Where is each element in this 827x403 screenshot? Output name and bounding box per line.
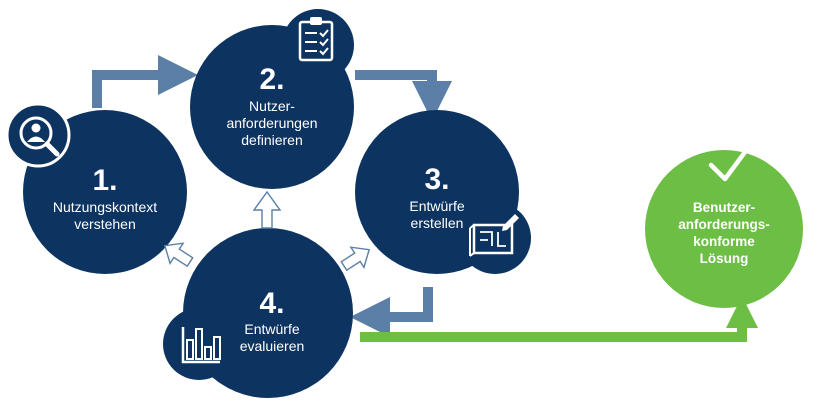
result-label-line-4: Lösung bbox=[700, 251, 749, 266]
step-4-number: 4. bbox=[259, 287, 284, 320]
arrow-4-to-result bbox=[360, 296, 758, 342]
step-1-label-line-1: Nutzungskontext bbox=[53, 199, 157, 215]
search-user-icon bbox=[5, 102, 71, 168]
step-4-label-line-1: Entwürfe bbox=[244, 321, 299, 337]
result-circle bbox=[645, 150, 803, 308]
outline-arrow-4-to-1 bbox=[163, 242, 194, 268]
step-2-label-line-2: anforderungen bbox=[226, 115, 317, 131]
arrow-2-to-3 bbox=[355, 70, 452, 121]
step-4-label-line-2: evaluieren bbox=[240, 338, 305, 354]
checkmark-icon bbox=[708, 149, 748, 182]
clipboard-checklist-icon bbox=[282, 9, 354, 81]
step-2-label-line-3: definieren bbox=[241, 132, 303, 148]
step-3-label-line-1: Entwürfe bbox=[409, 198, 464, 214]
blueprint-pencil-icon bbox=[459, 202, 531, 274]
outline-arrow-4-to-2 bbox=[252, 190, 282, 229]
step-1-number: 1. bbox=[92, 164, 117, 197]
result-label-line-1: Benutzer- bbox=[693, 200, 755, 215]
step-3-number: 3. bbox=[424, 163, 449, 196]
step-1-label-line-2: verstehen bbox=[74, 216, 135, 232]
step-2-label-line-1: Nutzer- bbox=[249, 98, 295, 114]
step-2-number: 2. bbox=[259, 63, 284, 96]
result-label-line-2: anforderungs- bbox=[678, 217, 770, 232]
outline-arrow-4-to-3 bbox=[340, 246, 371, 272]
arrow-1-to-2 bbox=[92, 55, 198, 108]
bar-chart-icon bbox=[163, 308, 235, 380]
step-3-label-line-2: erstellen bbox=[411, 215, 464, 231]
result-label-line-3: konforme bbox=[693, 234, 755, 249]
arrow-3-to-4 bbox=[350, 287, 433, 337]
